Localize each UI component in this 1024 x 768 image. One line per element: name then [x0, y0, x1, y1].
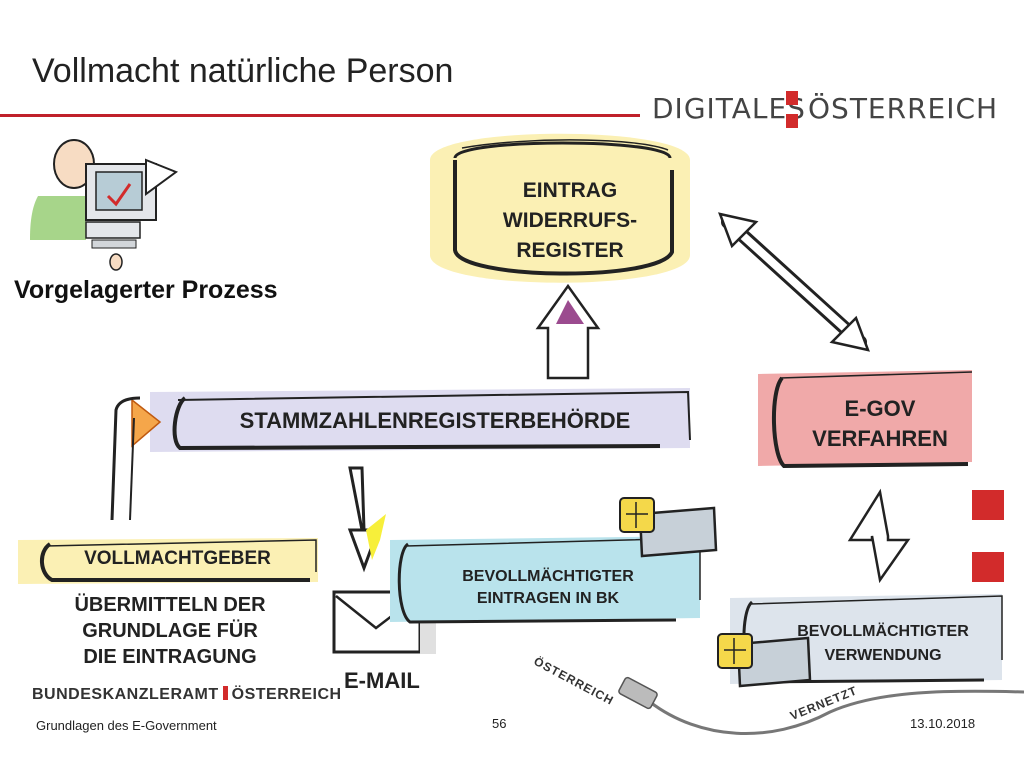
egov-line-1: E-GOV: [844, 396, 916, 421]
eintrag-line-2: WIDERRUFS-: [502, 209, 638, 232]
label-eintrag-widerrufsregister: EINTRAG WIDERRUFS- REGISTER: [470, 176, 670, 266]
title-underline: [0, 114, 640, 117]
person-computer-icon: [30, 139, 179, 271]
footer-page-number: 56: [492, 716, 507, 731]
slide-title: Vollmacht natürliche Person: [32, 52, 454, 90]
smartcard-icon-verwendung: [717, 633, 812, 688]
label-vollmachtgeber: VOLLMACHTGEBER: [84, 548, 271, 569]
bka-logo-left: BUNDESKANZLERAMT: [32, 686, 219, 703]
uebermitteln-line-3: DIE EINTRAGUNG: [83, 646, 257, 668]
connector-vollmachtgeber-bar: [110, 396, 141, 521]
register-cylinder-shape: [430, 133, 690, 283]
vollmachtgeber-bar-shape: [18, 538, 318, 584]
lightning-arrow-down: [347, 466, 386, 573]
decor-red-square-top: [972, 490, 1004, 520]
double-arrow-register-egov: [718, 212, 870, 352]
label-vorgelagerter-prozess: Vorgelagerter Prozess: [14, 276, 278, 304]
footer-date: 13.10.2018: [910, 716, 976, 731]
label-email: E-MAIL: [344, 668, 420, 693]
bka-logo: BUNDESKANZLERAMT ÖSTERREICH: [32, 686, 342, 704]
bev-bk-line-1: BEVOLLMÄCHTIGTER: [462, 568, 634, 585]
bev-bk-line-2: EINTRAGEN IN BK: [476, 590, 620, 607]
double-arrow-egov-verwendung: [847, 488, 911, 584]
uebermitteln-line-1: ÜBERMITTELN DER: [74, 594, 266, 616]
label-bevollmaechtigter-eintragen: BEVOLLMÄCHTIGTER EINTRAGEN IN BK: [428, 566, 668, 610]
logo-mark-bottom: [786, 114, 798, 128]
egov-box-shape: [758, 370, 973, 469]
bev-verw-line-2: VERWENDUNG: [824, 647, 942, 664]
logo-mark-top: [786, 91, 798, 105]
uebermitteln-line-2: GRUNDLAGE FÜR: [82, 620, 258, 642]
decor-red-square-bottom: [972, 552, 1004, 582]
egov-line-2: VERFAHREN: [812, 426, 948, 451]
network-cable-icon: [618, 676, 1024, 735]
label-stammzahlenregisterbehoerde: STAMMZAHLENREGISTERBEHÖRDE: [239, 408, 631, 433]
stammzahlen-bar-shape: [131, 388, 691, 452]
footer-course-title: Grundlagen des E-Government: [36, 718, 217, 733]
logo-digitales: DIGITALES: [652, 92, 806, 125]
label-uebermitteln-grundlage: ÜBERMITTELN DER GRUNDLAGE FÜR DIE EINTRA…: [40, 592, 300, 670]
bka-logo-right: ÖSTERREICH: [231, 686, 342, 703]
label-egov-verfahren: E-GOV VERFAHREN: [790, 394, 970, 454]
bka-logo-separator: [222, 686, 228, 700]
logo-oesterreich: ÖSTERREICH: [808, 92, 999, 125]
bev-verw-line-1: BEVOLLMÄCHTIGTER: [797, 623, 969, 640]
smartcard-icon-bk: [619, 497, 718, 558]
eintrag-line-1: EINTRAG: [522, 179, 618, 202]
bev-bk-box-shape: [390, 536, 701, 624]
arrow-up-to-register: [535, 283, 601, 380]
eintrag-line-3: REGISTER: [516, 239, 624, 262]
label-bevollmaechtigter-verwendung: BEVOLLMÄCHTIGTER VERWENDUNG: [765, 620, 1001, 668]
